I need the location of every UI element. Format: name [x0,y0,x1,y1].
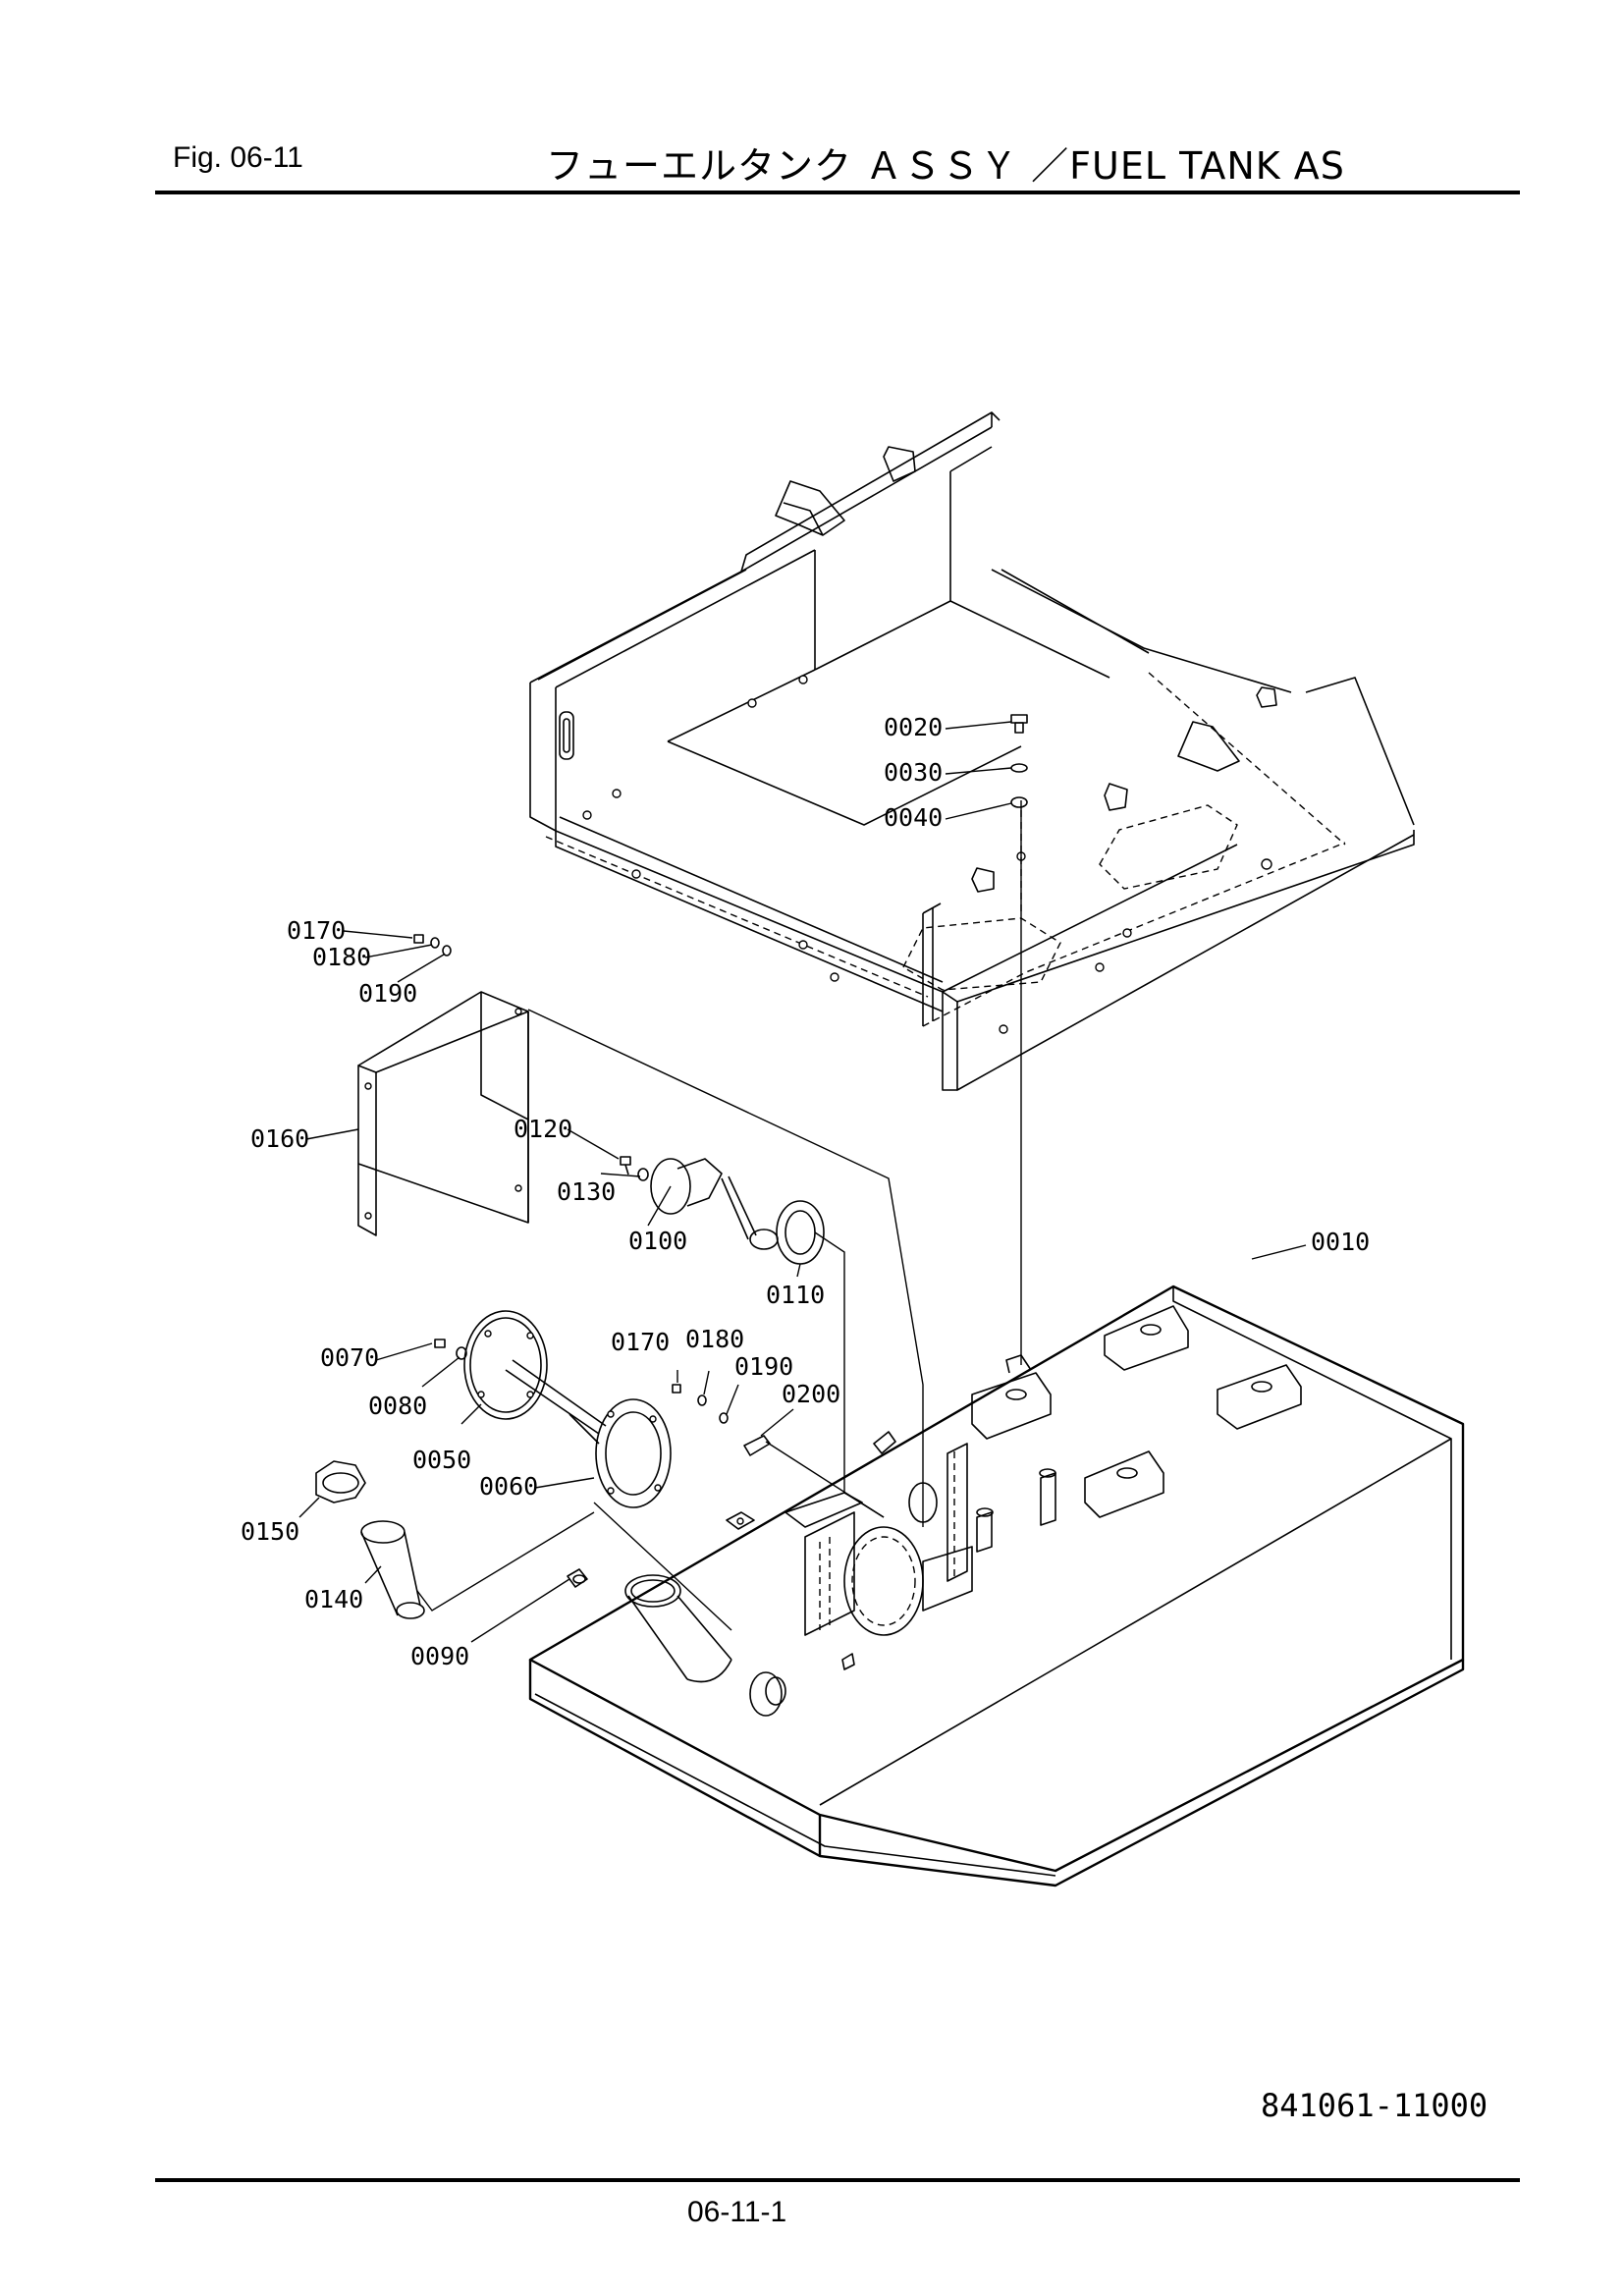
washer-0180a-icon [430,937,440,949]
chassis-frame [529,411,1415,1091]
callout-0180-lower: 0180 [685,1325,744,1353]
screw-0120-icon [620,1156,631,1175]
figure-number: Fig. 06-11 [173,141,303,174]
flange-0050 [463,1310,607,1445]
fuel-cap-0150 [315,1460,366,1503]
callout-0190-upper: 0190 [358,979,417,1008]
callout-0170-upper: 0170 [287,916,346,945]
page-number: 06-11-1 [687,2196,787,2228]
gasket-0110 [776,1200,825,1265]
callout-0160: 0160 [250,1124,309,1153]
page-title: フューエルタンク ＡＳＳＹ ／FUEL TANK AS [546,144,1345,188]
callout-0200: 0200 [782,1380,840,1408]
washer-0040-icon [1010,796,1028,808]
screw-0070-icon [434,1339,446,1348]
callout-0050: 0050 [412,1446,471,1474]
gasket-0060 [595,1398,672,1508]
header-divider [155,191,1520,194]
callout-0040: 0040 [884,803,943,832]
callout-0130: 0130 [557,1177,616,1206]
callout-0100: 0100 [628,1227,687,1255]
callout-0080: 0080 [368,1392,427,1420]
callout-0170-lower: 0170 [611,1328,670,1356]
bracket-0160 [357,991,924,1527]
callout-0070: 0070 [320,1343,379,1372]
callout-0120: 0120 [514,1115,572,1143]
callout-0090: 0090 [410,1642,469,1670]
callout-0150: 0150 [241,1517,299,1546]
callout-0180-upper: 0180 [312,943,371,971]
callout-0060: 0060 [479,1472,538,1501]
callout-0190-lower: 0190 [734,1352,793,1381]
filler-neck-0140 [360,1520,425,1619]
screw-0170b-icon [672,1384,681,1394]
callout-0030: 0030 [884,758,943,787]
drawing-number: 841061-11000 [1261,2087,1488,2124]
bolt-0020-icon [1010,714,1028,734]
callout-0020: 0020 [884,713,943,741]
callout-0110: 0110 [766,1281,825,1309]
washer-0080-icon [456,1346,467,1360]
clamp-0200-icon [743,1435,771,1456]
washer-0130-icon [637,1168,649,1181]
washer-0180b-icon [697,1394,707,1406]
washer-0190a-icon [442,945,452,957]
footer-divider [155,2178,1520,2182]
callout-leaders [298,721,1307,1643]
washer-0030-icon [1010,763,1028,773]
screw-0170a-icon [413,934,424,944]
callout-0140: 0140 [304,1585,363,1613]
callout-0010: 0010 [1311,1228,1370,1256]
fuel-sender-0100 [650,1158,779,1250]
fuel-tank-0010 [528,1285,1465,1887]
washer-0190b-icon [719,1412,729,1424]
